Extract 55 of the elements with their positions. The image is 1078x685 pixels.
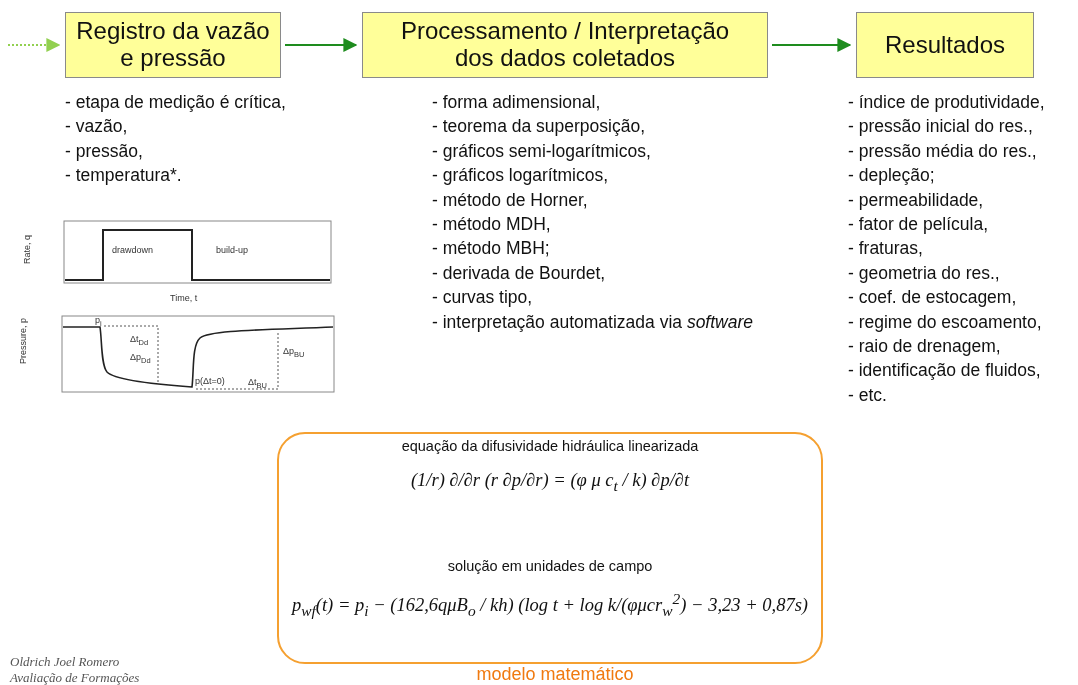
arrow [7,38,61,52]
axis-label: Rate, q [22,234,32,264]
arrow [284,38,358,52]
list-item: - gráficos semi-logarítmicos, [432,140,651,162]
chart-label: drawdown [112,245,154,255]
course-title: Avaliação de Formações [10,670,140,685]
chart-label: Δp$_{BU}$ [283,346,305,359]
list-item: - permeabilidade, [848,189,984,211]
list-item: - raio de drenagem, [848,336,1001,357]
box-title: Processamento / Interpretação dos dados coletados [399,18,731,72]
chart-label: Δt$_{BU}$ [248,377,267,390]
process-box [65,12,281,78]
list-item: - método MDH, [432,214,551,235]
chart-label: build-up [216,245,249,255]
equation: (1/r) ∂/∂r (r ∂p/∂r) = (φ μ c$_{t}$ / k) ∂p/∂t [409,470,691,495]
list-item: - depleção; [848,165,935,187]
list-item: - pressão média do res., [848,140,1037,162]
list-item: - gráficos logarítmicos, [432,165,609,187]
list-item: - regime do escoamento, [848,311,1042,333]
list-item: - forma adimensional, [432,92,601,113]
chart-label: Δp$_{Dd}$ [130,352,151,365]
list-item: - geometria do res., [848,262,1000,284]
list-item: - fator de película, [848,214,989,235]
chart-label: p(Δt=0) [195,376,225,386]
equation-heading: equação da difusividade hidráulica linearizada [400,438,700,454]
list-item: - etc. [848,384,887,406]
equation-heading: solução em unidades de campo [446,558,654,574]
equation: p$_{wf}$(t) = p$_{i}$ − (162,6qμB$_{o}$ / kh) (log t + log k/(φμcr$_{w}$$^{2}$) − 3,23 + 0,87s) [290,590,809,620]
axis-label: Pressure, p [18,317,28,364]
list-item: - pressão inicial do res., [848,116,1033,138]
list-item: - identificação de fluidos, [848,360,1041,382]
list-item: - índice de produtividade, [848,92,1045,113]
list-item: - método de Horner, [432,189,588,211]
list-item: - curvas tipo, [432,287,533,309]
list-item: - pressão, [65,140,143,162]
chart-label: Δt$_{Dd}$ [130,334,149,347]
list-item: - coef. de estocagem, [848,287,1017,309]
axis-label: Time, t [170,293,198,303]
list-item: - vazão, [65,116,128,138]
formula-box [277,432,823,664]
box-title: Resultados [883,31,1007,59]
chart-label: p$_{i}$ [95,315,102,328]
list-item: - interpretação automatizada via software [432,311,753,333]
list-item: - teorema da superposição, [432,116,646,138]
list-item: - etapa de medição é crítica, [65,92,286,113]
list-item: - método MBH; [432,238,550,260]
arrow [771,38,852,52]
list-item: - temperatura*. [65,165,182,187]
box-title: Registro da vazão e pressão [75,18,271,72]
list-item: - fraturas, [848,238,923,260]
process-box [362,12,768,78]
list-item: - derivada de Bourdet, [432,262,606,284]
process-box [856,12,1034,78]
author-name: Oldrich Joel Romero [10,654,120,670]
node-label: modelo matemático [475,664,635,685]
